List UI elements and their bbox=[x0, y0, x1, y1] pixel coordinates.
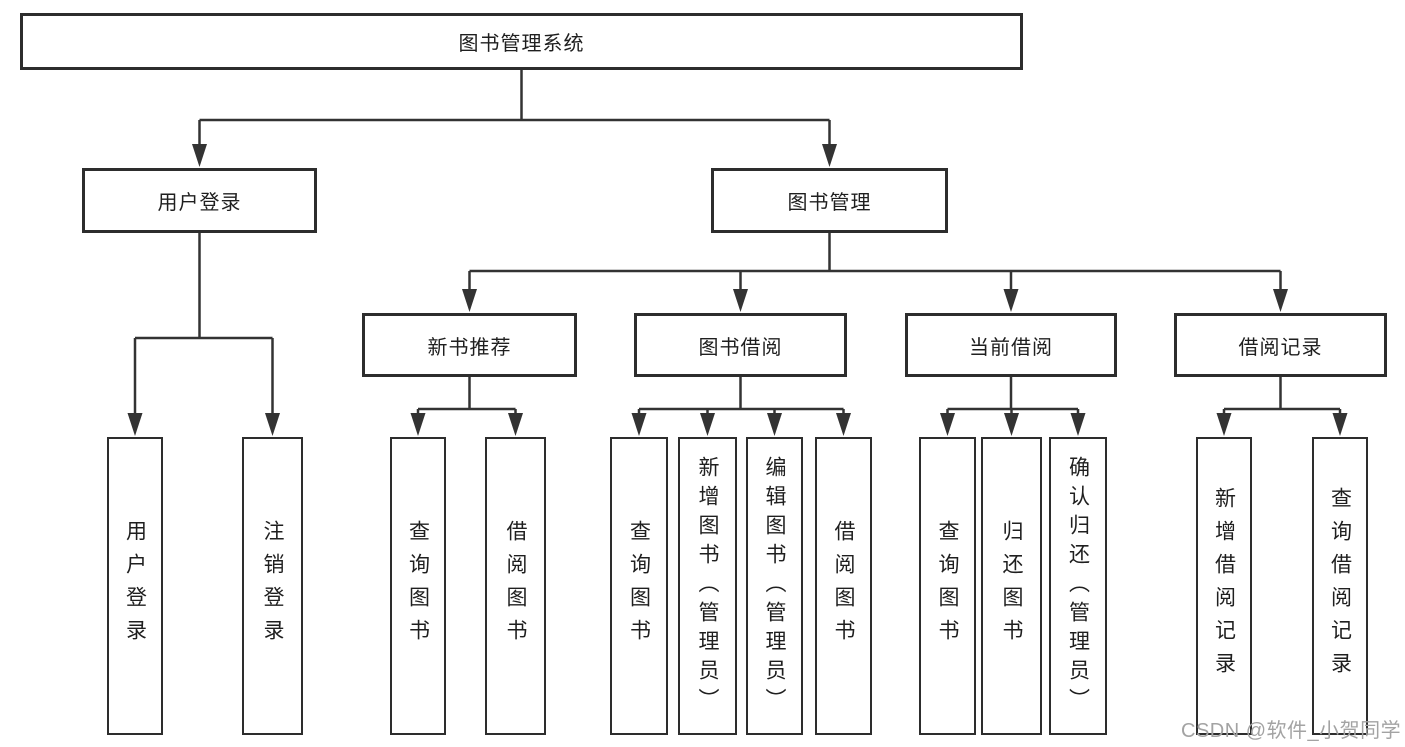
leaf-query-borrow-record: 查询借阅记录 bbox=[1312, 437, 1368, 735]
leaf-edit-book-admin: 编辑图书（管理员） bbox=[746, 437, 803, 735]
node-label: 查询借阅记录 bbox=[1328, 487, 1352, 685]
arrowheads bbox=[127, 144, 1348, 436]
leaf-query-books-recommend: 查询图书 bbox=[390, 437, 446, 735]
node-label: 图书管理 bbox=[787, 192, 872, 214]
node-label: 借阅图书 bbox=[832, 520, 855, 652]
node-label: 新书推荐 bbox=[427, 336, 512, 359]
node-label: 归还图书 bbox=[1000, 520, 1023, 652]
leaf-borrow-books-recommend: 借阅图书 bbox=[485, 437, 546, 735]
node-book-borrowing: 图书借阅 bbox=[634, 313, 847, 377]
node-label: 新增图书（管理员） bbox=[696, 455, 719, 717]
node-library-management-system: 图书管理系统 bbox=[20, 13, 1023, 70]
node-label: 查询图书 bbox=[936, 520, 959, 652]
node-label: 图书管理系统 bbox=[458, 33, 585, 55]
node-label: 当前借阅 bbox=[969, 336, 1053, 359]
node-label: 新增借阅记录 bbox=[1212, 487, 1236, 685]
leaf-add-book-admin: 新增图书（管理员） bbox=[678, 437, 737, 735]
node-label: 注销登录 bbox=[261, 520, 284, 652]
leaf-user-login: 用户登录 bbox=[107, 437, 163, 735]
leaf-add-borrow-record: 新增借阅记录 bbox=[1196, 437, 1252, 735]
leaf-return-books: 归还图书 bbox=[981, 437, 1042, 735]
leaf-confirm-return-admin: 确认归还（管理员） bbox=[1049, 437, 1107, 735]
node-label: 编辑图书（管理员） bbox=[763, 455, 786, 717]
node-label: 查询图书 bbox=[406, 520, 430, 652]
node-current-borrowing: 当前借阅 bbox=[905, 313, 1117, 377]
leaf-borrow-books-borrowing: 借阅图书 bbox=[815, 437, 872, 735]
node-new-book-recommendation: 新书推荐 bbox=[362, 313, 577, 377]
leaf-query-books-borrowing: 查询图书 bbox=[610, 437, 668, 735]
node-label: 借阅记录 bbox=[1238, 336, 1323, 359]
node-book-management: 图书管理 bbox=[711, 168, 948, 233]
node-user-login: 用户登录 bbox=[82, 168, 317, 233]
node-borrowing-records: 借阅记录 bbox=[1174, 313, 1387, 377]
node-label: 借阅图书 bbox=[504, 520, 527, 652]
node-label: 用户登录 bbox=[123, 520, 147, 652]
leaf-logout: 注销登录 bbox=[242, 437, 303, 735]
node-label: 查询图书 bbox=[627, 520, 651, 652]
node-label: 用户登录 bbox=[157, 192, 242, 214]
csdn-watermark: CSDN @软件_小贺同学 bbox=[1181, 720, 1402, 742]
leaf-query-books-current: 查询图书 bbox=[919, 437, 976, 735]
node-label: 图书借阅 bbox=[698, 336, 783, 359]
node-label: 确认归还（管理员） bbox=[1066, 455, 1090, 717]
